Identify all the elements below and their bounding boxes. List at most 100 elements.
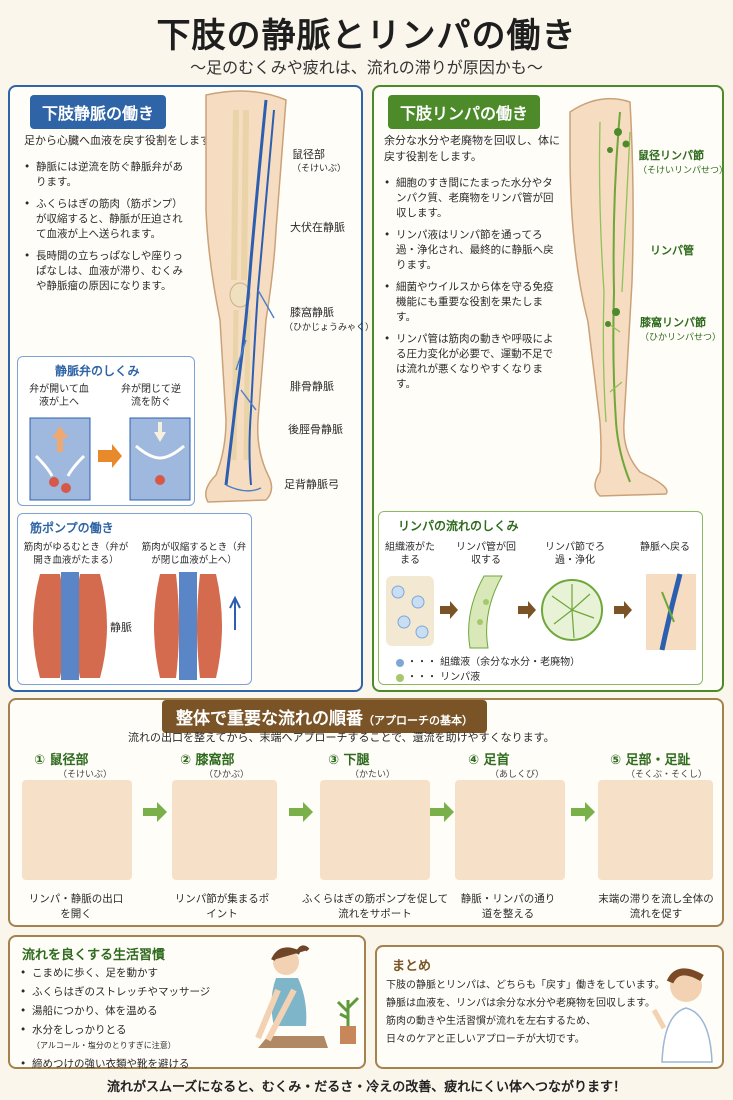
tissue-fluid bbox=[415, 625, 429, 639]
habit-item: こまめに歩く、足を動かす bbox=[20, 966, 270, 981]
habit-item: ふくらはぎのストレッチやマッサージ bbox=[20, 985, 270, 1000]
order-step-number: ① 鼠径部 bbox=[34, 753, 89, 768]
step-illustration-foot bbox=[598, 780, 713, 880]
tissue-fluid bbox=[391, 585, 405, 599]
inguinal-node bbox=[614, 128, 622, 136]
valve-illustration bbox=[29, 417, 191, 501]
habit-item: 水分をしっかりとる（アルコール・塩分のとりすぎに注意） bbox=[20, 1023, 270, 1053]
down-arrow-icon bbox=[154, 422, 166, 442]
footer-message: 流れがスムーズになると、むくみ・だるさ・冷えの改善、疲れにくい体へつながります！ bbox=[106, 1080, 627, 1095]
habit-item-note: （アルコール・塩分のとりすぎに注意） bbox=[32, 1041, 176, 1050]
therapist-illustration bbox=[651, 968, 713, 1063]
order-step-number: ③ 下腿 bbox=[328, 753, 370, 768]
blood-cell bbox=[155, 475, 165, 485]
femur-bone bbox=[231, 109, 249, 281]
lymph-bullet: 細菌やウイルスから体を守る免疫機能にも重要な役割を果たします。 bbox=[384, 280, 556, 325]
label-daifukuzai: 大伏在静脈 bbox=[290, 221, 345, 234]
order-title: 整体で重要な流れの順番 bbox=[176, 709, 363, 729]
up-arrow-icon bbox=[52, 426, 68, 452]
habit-item: 湯船につかり、体を温める bbox=[20, 1004, 270, 1019]
order-step-number: ② 膝窩部 bbox=[180, 753, 235, 768]
arm bbox=[651, 1008, 667, 1030]
muscle-contracted bbox=[154, 574, 179, 678]
vein-bullets: 静脈には逆流を防ぐ静脈弁があります。 ふくらはぎの筋肉（筋ポンプ）が収縮すると、… bbox=[24, 160, 192, 301]
lymph-fluid-legend-icon bbox=[396, 674, 404, 682]
hair bbox=[666, 968, 704, 984]
summary-line: 日々のケアと正しいアプローチが大切です。 bbox=[386, 1034, 585, 1045]
body bbox=[661, 1007, 713, 1063]
habits-title: 流れを良くする生活習慣 bbox=[22, 948, 166, 963]
up-arrow-icon bbox=[229, 595, 241, 630]
muscle-contracted bbox=[197, 574, 222, 678]
order-step-reading: （かたい） bbox=[350, 770, 396, 780]
tissue-fluid bbox=[411, 595, 425, 609]
flow-arrow-icon bbox=[518, 601, 536, 619]
lymph-vessel bbox=[612, 111, 631, 483]
order-step-reading: （そくぶ・そくし） bbox=[626, 770, 708, 780]
lymph-bullets: 細胞のすき間にたまった水分やタンパク質、老廃物をリンパ管が回収します。 リンパ液… bbox=[384, 176, 556, 399]
vein-leg-illustration bbox=[205, 90, 287, 503]
summary-line: 静脈は血液を、リンパは余分な水分や老廃物を回収します。 bbox=[386, 998, 655, 1009]
pump-relax-caption: 筋肉がゆるむとき（弁が開き血液がたまる） bbox=[23, 542, 129, 566]
vein-contracted bbox=[179, 572, 197, 680]
page-subtitle: 〜足のむくみや疲れは、流れの滞りが原因かも〜 bbox=[190, 58, 543, 77]
pump-title: 筋ポンプの働き bbox=[30, 521, 114, 535]
lymph-flow-step: 静脈へ戻る bbox=[640, 542, 690, 553]
vein-bullet: 静脈には逆流を防ぐ静脈弁があります。 bbox=[24, 160, 192, 190]
habits-list: こまめに歩く、足を動かす ふくらはぎのストレッチやマッサージ 湯船につかり、体を… bbox=[20, 966, 270, 1076]
stretching-woman-illustration bbox=[255, 945, 360, 1048]
vein-bullet: ふくらはぎの筋肉（筋ポンプ）が収縮すると、静脈が圧迫されて血液が上へ送られます。 bbox=[24, 197, 192, 242]
order-step-reading: （そけいぶ） bbox=[58, 770, 113, 780]
great-saphenous-vein bbox=[224, 99, 268, 486]
tissue-fluid bbox=[397, 615, 411, 629]
lymph-bullet: 細胞のすき間にたまった水分やタンパク質、老廃物をリンパ管が回収します。 bbox=[384, 176, 556, 221]
lymph-flow-step: 組織液がたまる bbox=[385, 542, 435, 566]
legend-lymph-fluid: ・・・ リンパ液 bbox=[407, 672, 481, 683]
step-illustration-groin bbox=[22, 780, 132, 880]
order-title-sub: （アプローチの基本） bbox=[363, 714, 473, 727]
order-step-caption: リンパ・静脈の出口を開く bbox=[28, 893, 124, 920]
pump-contract-caption: 筋肉が収縮するとき（弁が閉じ血液が上へ） bbox=[141, 542, 247, 566]
inguinal-node bbox=[622, 140, 630, 148]
label-sokei-reading: （そけいぶ） bbox=[292, 164, 347, 174]
label-sokuhai: 足背静脈弓 bbox=[284, 478, 339, 491]
valve-title: 静脈弁のしくみ bbox=[55, 364, 140, 378]
valve-open-caption: 弁が開いて血液が上へ bbox=[29, 384, 89, 408]
vein-relaxed bbox=[61, 572, 79, 680]
knee-cap bbox=[229, 282, 251, 308]
summary-title: まとめ bbox=[392, 959, 432, 974]
head bbox=[670, 970, 702, 1002]
arm bbox=[255, 988, 297, 1042]
flow-arrow-icon bbox=[614, 601, 632, 619]
plant-icon bbox=[336, 996, 360, 1026]
step-arrow-icon bbox=[571, 802, 595, 822]
page-title: 下肢の静脈とリンパの働き bbox=[156, 16, 577, 56]
lymph-intro: 余分な水分や老廃物を回収し、体に戻す役割をします。 bbox=[384, 134, 560, 163]
label-lymph-shikka: 膝窩リンパ節 bbox=[640, 316, 706, 329]
legend-tissue-fluid: ・・・ 組織液（余分な水分・老廃物） bbox=[407, 657, 581, 668]
valve-flaps-open bbox=[34, 454, 86, 477]
muscle-relaxed bbox=[33, 574, 65, 678]
valve-flaps-closed bbox=[135, 444, 185, 460]
step-arrow-icon bbox=[430, 802, 454, 822]
lymph-fluid bbox=[477, 619, 483, 625]
tibia-bone bbox=[231, 309, 251, 461]
label-hikotsu: 腓骨静脈 bbox=[290, 380, 334, 393]
blood-cell bbox=[49, 477, 59, 487]
order-step-caption: 静脈・リンパの通り道を整える bbox=[460, 893, 556, 920]
lymph-bullet: リンパ管は筋肉の動きや呼吸による圧力変化が必要で、運動不足では流れが悪くなりやす… bbox=[384, 332, 556, 392]
popliteal-vein bbox=[248, 109, 275, 486]
label-lymph-shikka-reading: （ひかリンパせつ） bbox=[640, 333, 722, 343]
vein-header: 下肢静脈の働き bbox=[30, 95, 167, 129]
step-arrow-icon bbox=[143, 802, 167, 822]
label-lymph-sokei-reading: （そけいリンパせつ） bbox=[638, 166, 729, 176]
habit-item: 締めつけの強い衣類や靴を避ける bbox=[20, 1057, 270, 1072]
label-shikka-reading: （ひかじょうみゃく） bbox=[284, 323, 375, 333]
lymph-leg-illustration bbox=[569, 97, 668, 497]
order-intro: 流れの出口を整えてから、末端へアプローチすることで、還流を助けやすくなります。 bbox=[128, 731, 555, 744]
vein-intro: 足から心臓へ血液を戻す役割をします。 bbox=[24, 134, 221, 147]
lymph-node-inner bbox=[551, 584, 595, 639]
summary-line: 下肢の静脈とリンパは、どちらも「戻す」働きをしています。 bbox=[386, 980, 665, 991]
legs bbox=[258, 1036, 328, 1048]
plant-pot bbox=[340, 1026, 356, 1044]
